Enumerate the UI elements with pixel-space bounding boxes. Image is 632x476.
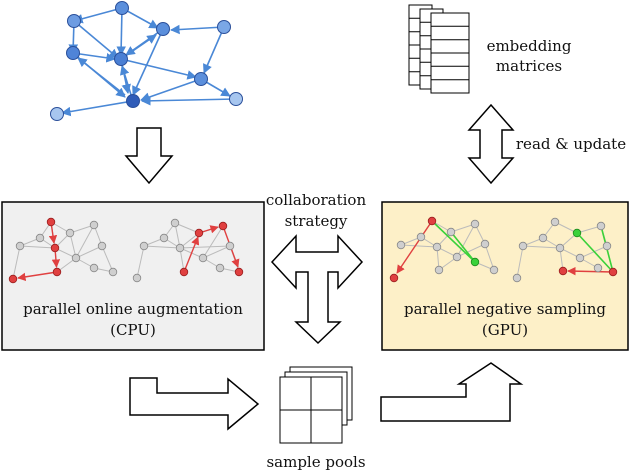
cpu-box-title: parallel online augmentation bbox=[23, 300, 243, 318]
embedding-matrices-icon bbox=[408, 4, 470, 94]
sample-pools-label: sample pools bbox=[266, 453, 366, 471]
gpu-box-title: parallel negative sampling bbox=[403, 300, 607, 318]
up-right-arrow-icon bbox=[380, 362, 524, 422]
gpu-sampling-box bbox=[381, 201, 629, 351]
collaboration-label-line1: collaboration bbox=[265, 191, 367, 209]
down-arrow-icon bbox=[124, 127, 174, 185]
collaboration-label-line2: strategy bbox=[284, 212, 348, 230]
collaboration-arrow-icon bbox=[270, 234, 364, 345]
gpu-box-subtitle: (GPU) bbox=[481, 321, 529, 339]
gpu-graph-right bbox=[512, 217, 618, 283]
cpu-box-subtitle: (CPU) bbox=[110, 321, 156, 339]
gpu-graph-left bbox=[389, 216, 499, 283]
sample-pools-icon bbox=[279, 366, 353, 444]
right-arrow-icon bbox=[129, 377, 260, 431]
input-graph bbox=[50, 1, 243, 121]
cpu-augmentation-box bbox=[1, 201, 265, 351]
cpu-graph-left bbox=[8, 217, 118, 284]
read-update-label: read & update bbox=[515, 135, 627, 153]
read-update-arrow-icon bbox=[467, 103, 515, 185]
embedding-label-line1: embedding bbox=[486, 37, 572, 55]
cpu-graph-right bbox=[132, 218, 244, 283]
embedding-label-line2: matrices bbox=[495, 57, 563, 75]
